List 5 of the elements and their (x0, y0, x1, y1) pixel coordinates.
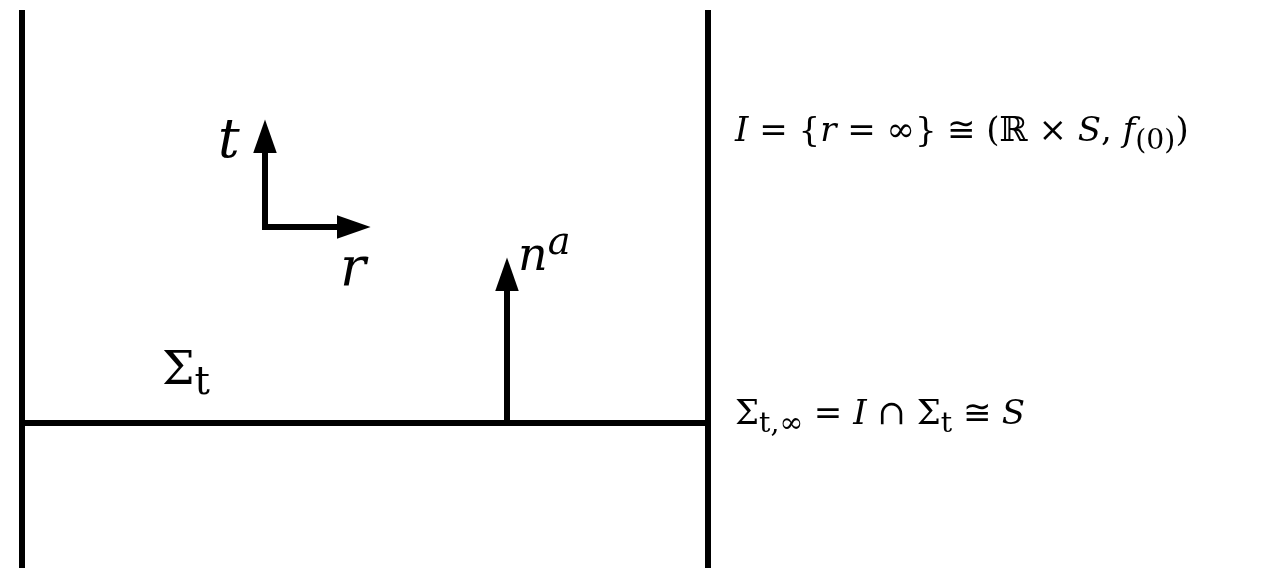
math-label: I = {r = ∞} ≅ (ℝ × S, f$_{(0)}$) (735, 112, 1189, 155)
math-label: Σ$_{t,∞}$ = I ∩ Σ$_{t}$ ≅ S (735, 395, 1026, 438)
axis-label: t (218, 112, 240, 166)
vector-label: n$^{a}$ (518, 222, 571, 278)
slice-label: Σ$_{t}$ (162, 345, 210, 401)
